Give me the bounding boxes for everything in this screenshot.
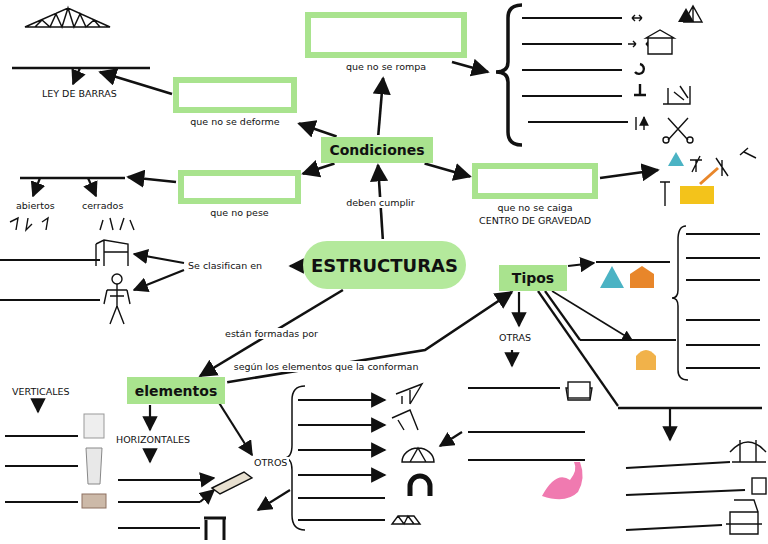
- concept-box: Tipos: [499, 265, 567, 291]
- green-frame: [305, 12, 467, 58]
- map-label: abiertos: [14, 200, 57, 211]
- truss-icon: [25, 8, 110, 27]
- edge-label: deben cumplir: [344, 197, 417, 208]
- icons: [10, 6, 766, 540]
- green-frame: [173, 77, 297, 113]
- connector-arrow: [378, 78, 383, 135]
- connector-arrow: [299, 124, 337, 137]
- node-text: elementos: [135, 383, 217, 399]
- map-label: cerrados: [80, 200, 125, 211]
- concept-box: elementos: [127, 377, 225, 404]
- node-text: que no se deforme: [173, 116, 297, 127]
- node-text: que no pese: [178, 207, 301, 218]
- map-label: LEY DE BARRAS: [40, 88, 119, 99]
- connector-arrow: [303, 164, 335, 174]
- node-text: que no se rompa: [305, 61, 467, 72]
- node-text: Tipos: [512, 270, 554, 286]
- edge-label: según los elementos que la conforman: [232, 361, 421, 372]
- node-text: que no se caiga: [472, 202, 598, 213]
- node-text: CENTRO DE GRAVEDAD: [472, 215, 598, 226]
- map-label: HORIZONTALES: [114, 434, 192, 445]
- condition-box: que no pese: [178, 170, 301, 218]
- map-label: OTROS: [252, 457, 289, 468]
- condition-box: que no se rompa: [305, 12, 467, 76]
- connector-arrow: [425, 164, 471, 177]
- node-text: Condiciones: [329, 142, 424, 158]
- condition-box: que no se deforme: [173, 77, 297, 127]
- concept-box: Condiciones: [321, 137, 432, 163]
- node-text: ESTRUCTURAS: [311, 255, 458, 276]
- green-frame: [472, 163, 598, 199]
- map-label: OTRAS: [497, 332, 533, 343]
- green-frame: [178, 170, 301, 204]
- edge-label: están formadas por: [223, 328, 320, 339]
- concept-box: ESTRUCTURAS: [303, 241, 466, 289]
- condition-box: que no se caigaCENTRO DE GRAVEDAD: [472, 163, 598, 227]
- map-label: VERTICALES: [10, 386, 71, 397]
- map-label: Se clasifican en: [186, 260, 264, 271]
